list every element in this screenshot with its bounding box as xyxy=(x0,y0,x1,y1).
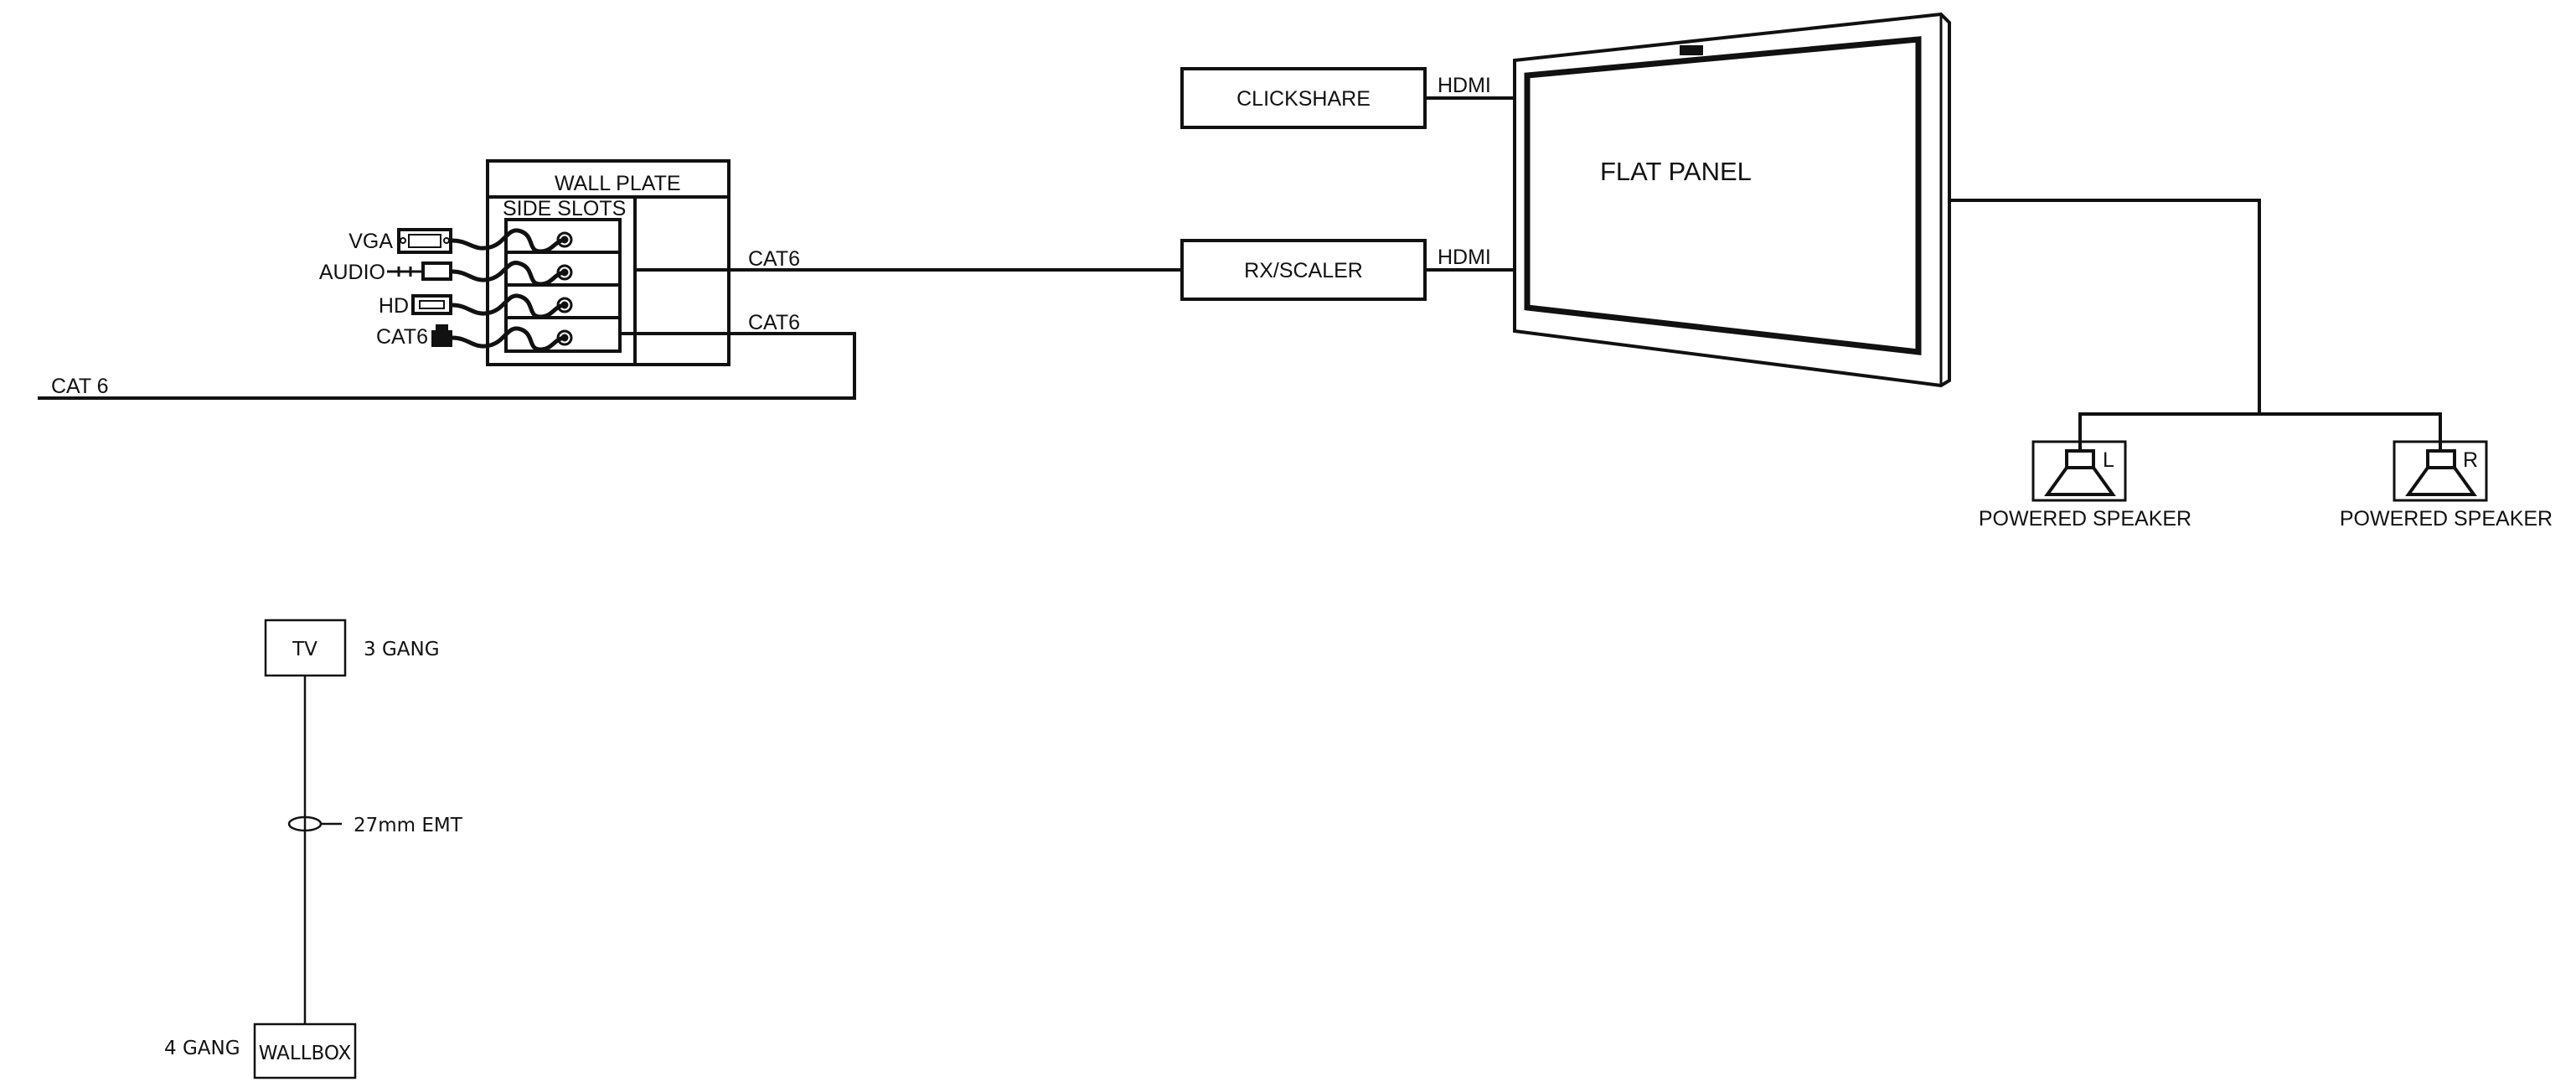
wall-plate xyxy=(486,159,730,366)
riser-detail xyxy=(253,619,357,1079)
vga-connector-icon xyxy=(397,228,452,254)
tv-gang-label: 3 GANG xyxy=(364,639,440,660)
audio-label: AUDIO xyxy=(319,261,385,284)
speaker-left-label: POWERED SPEAKER xyxy=(1979,507,2191,531)
tv-box-label: TV xyxy=(292,639,317,660)
side-slots-label: SIDE SLOTS xyxy=(503,197,626,220)
speaker-bus-line xyxy=(2078,412,2442,449)
hdmi-clickshare-label: HDMI xyxy=(1438,74,1491,97)
speaker-left-icon xyxy=(2031,440,2127,502)
speaker-right-label: POWERED SPEAKER xyxy=(2340,507,2553,531)
wall-plate-title: WALL PLATE xyxy=(555,172,681,195)
flat-panel-icon xyxy=(1513,12,1951,388)
audio-jack-icon xyxy=(387,261,452,281)
speaker-right-icon xyxy=(2393,440,2488,502)
cat6-lower-label: CAT6 xyxy=(748,311,800,334)
cat6-to-rx-label: CAT6 xyxy=(748,247,800,271)
speaker-right-tag: R xyxy=(2463,448,2478,472)
wallbox-box xyxy=(253,1022,357,1079)
rx-scaler-label: RX/SCALER xyxy=(1244,259,1363,282)
speaker-left-tag: L xyxy=(2103,448,2114,472)
conduit-label: 27mm EMT xyxy=(354,815,463,836)
slot-terminals xyxy=(556,231,573,346)
hdmi-connector-icon xyxy=(411,294,452,315)
wallbox-gang-label: 4 GANG xyxy=(164,1038,240,1059)
cat6-input-label: CAT6 xyxy=(376,325,428,349)
rj45-connector-icon xyxy=(431,324,452,347)
vga-label: VGA xyxy=(348,230,393,253)
speaker-feed-line xyxy=(1949,199,2261,414)
hd-label: HD xyxy=(379,294,409,318)
cat6-lower-line xyxy=(38,332,856,400)
cat6-run-label: CAT 6 xyxy=(51,375,109,398)
hdmi-rx-label: HDMI xyxy=(1438,246,1491,269)
pigtail-cables xyxy=(452,228,566,352)
flat-panel-label: FLAT PANEL xyxy=(1600,157,1752,186)
wallbox-label: WALLBOX xyxy=(259,1043,352,1064)
clickshare-label: CLICKSHARE xyxy=(1236,87,1371,111)
